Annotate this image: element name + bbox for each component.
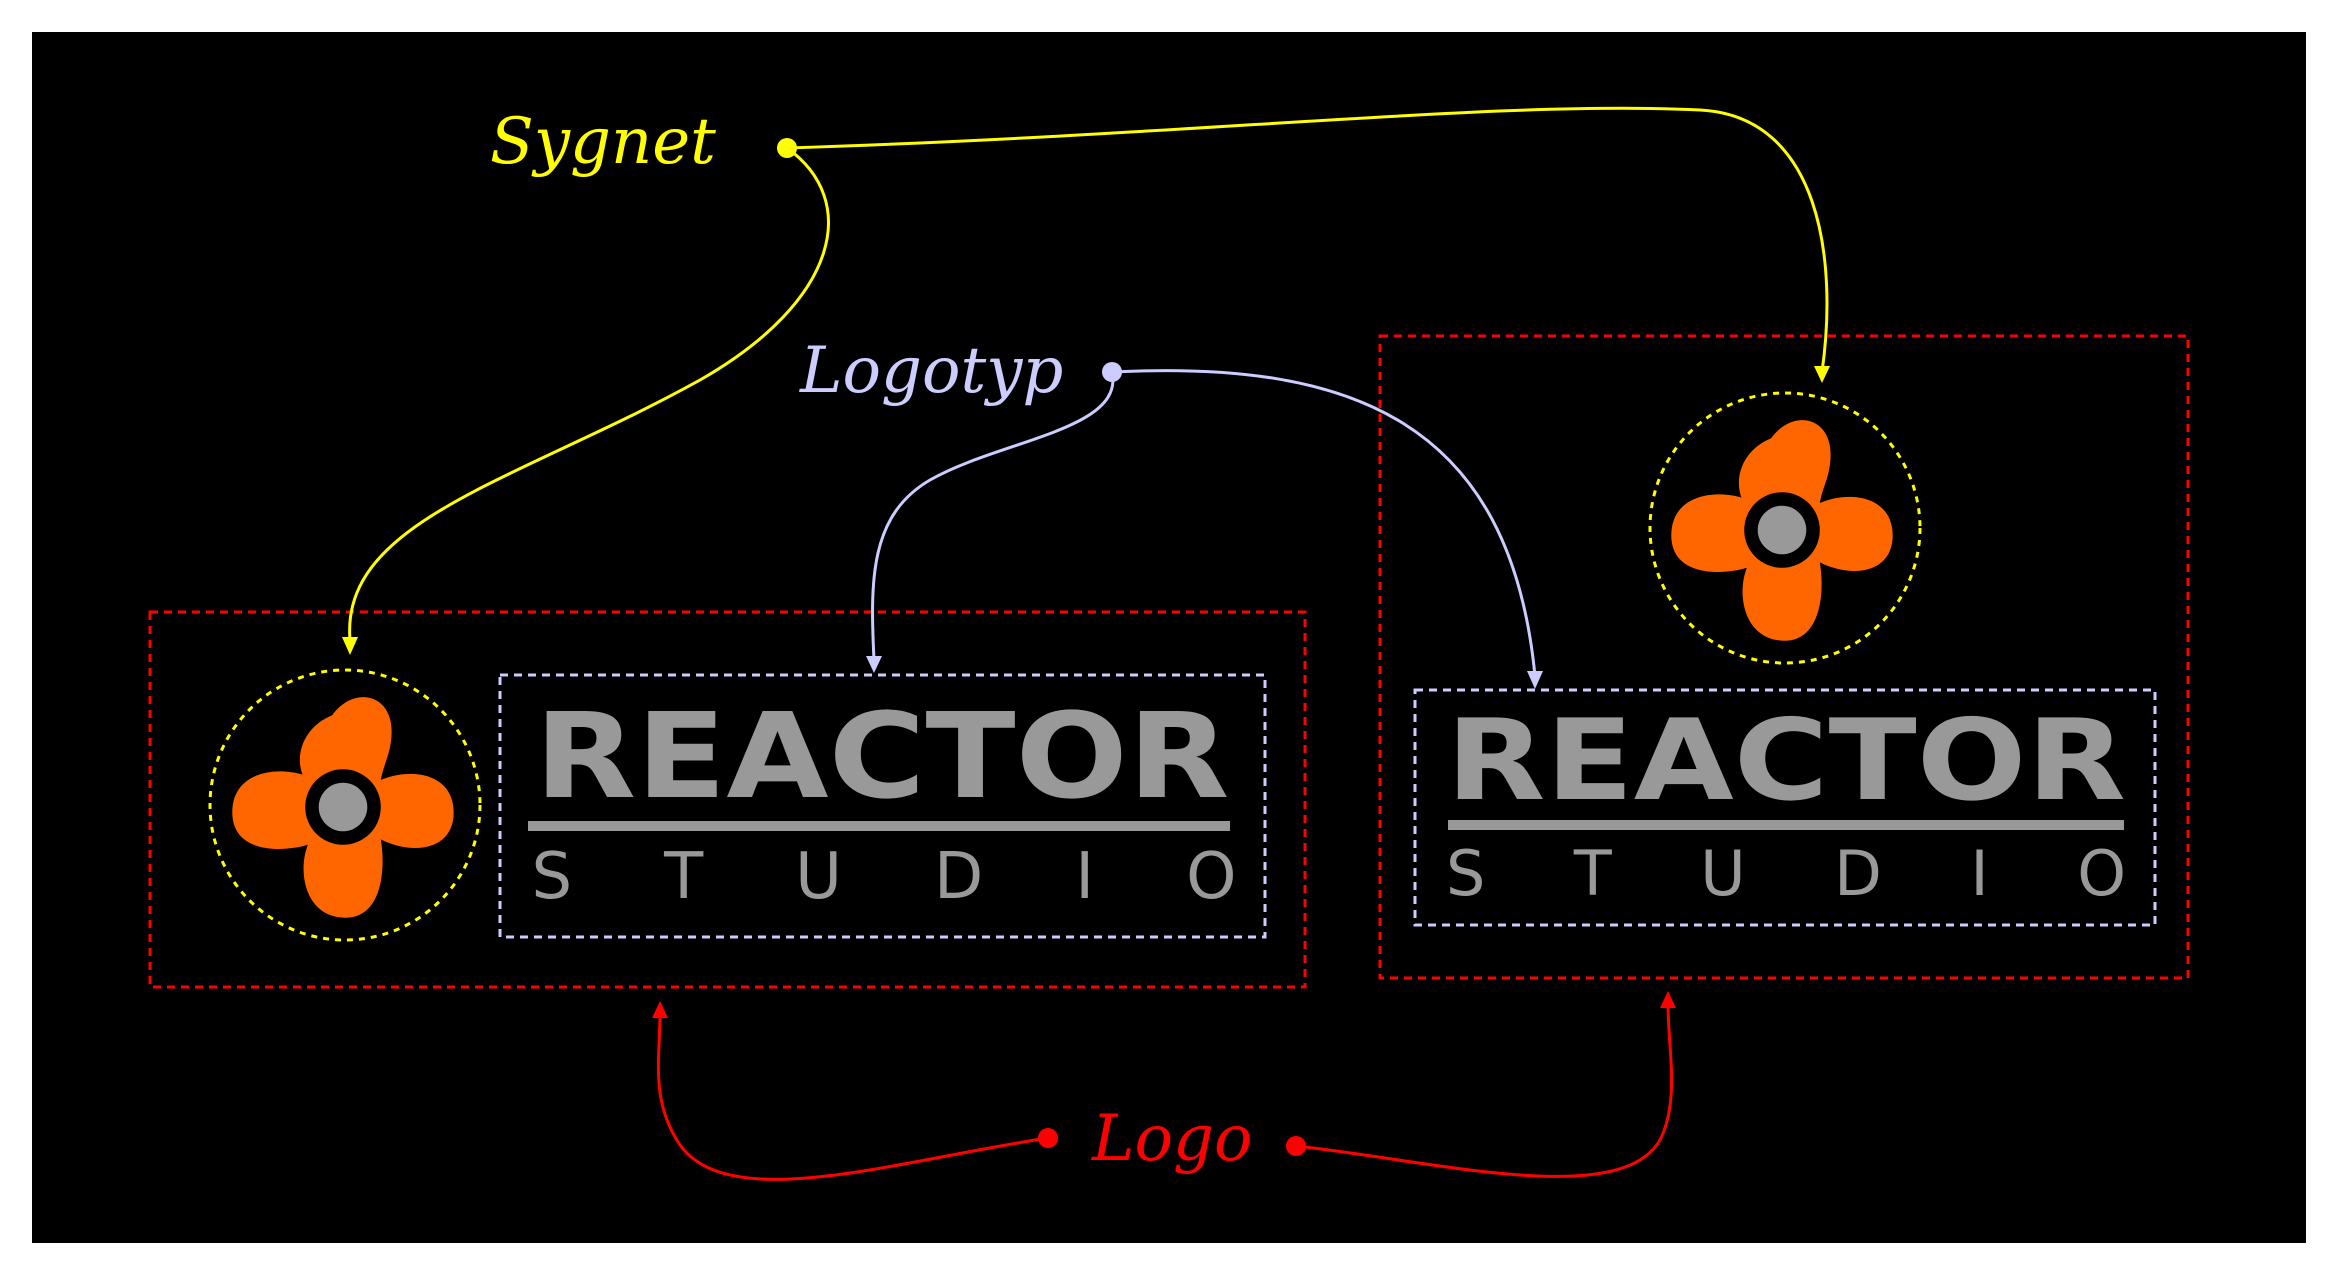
- logo-connector-left: [656, 1011, 1049, 1181]
- logo-callout: Logo: [652, 991, 1676, 1181]
- reactor-symbol-icon: [232, 697, 454, 918]
- wordmark-divider: [528, 821, 1230, 831]
- reactor-symbol-icon: [1671, 420, 1893, 641]
- brand-anatomy-diagram: REACTOR STUDIO REACTOR STUDIO Sygnet Log…: [148, 105, 2190, 1181]
- logo-boundary-stacked: [1378, 334, 2190, 980]
- arrowhead-icon: [1527, 671, 1543, 689]
- diagram-canvas: REACTOR STUDIO REACTOR STUDIO Sygnet Log…: [32, 32, 2306, 1243]
- logotype-label: Logotyp: [799, 334, 1063, 408]
- horizontal-logo: REACTOR STUDIO: [148, 610, 1307, 989]
- logo-label: Logo: [1091, 1102, 1253, 1176]
- logo-anchor-dot-right: [1286, 1136, 1306, 1156]
- logo-anchor-dot-left: [1038, 1128, 1058, 1148]
- wordmark-title: REACTOR: [535, 687, 1230, 825]
- logotype-boundary-horizontal: [498, 673, 1267, 939]
- sygnet-connector-left: [348, 146, 830, 641]
- sygnet-boundary-stacked: [1648, 391, 1922, 665]
- logotype-connector-left: [871, 371, 1115, 661]
- sygnet-label: Sygnet: [490, 105, 716, 179]
- sygnet-anchor-dot: [777, 138, 797, 158]
- arrowhead-icon: [1660, 991, 1676, 1008]
- logotype-connector-right: [1111, 369, 1537, 677]
- arrowhead-icon: [652, 1001, 668, 1018]
- sygnet-boundary-horizontal: [208, 668, 482, 942]
- wordmark-divider: [1448, 820, 2124, 830]
- logo-boundary-horizontal: [148, 610, 1307, 989]
- logotype-callout: Logotyp: [799, 334, 1543, 689]
- arrowhead-icon: [342, 637, 358, 655]
- wordmark-subtitle: STUDIO: [532, 840, 1237, 914]
- logo-connector-right: [1295, 1002, 1674, 1178]
- sygnet-callout: Sygnet: [342, 105, 1830, 655]
- sygnet-connector-right: [786, 106, 1829, 373]
- arrowhead-icon: [1814, 366, 1830, 383]
- arrowhead-icon: [866, 656, 882, 673]
- logotype-anchor-dot: [1102, 362, 1122, 382]
- wordmark-title: REACTOR: [1446, 696, 2126, 826]
- wordmark-subtitle: STUDIO: [1446, 837, 2126, 910]
- logotype-boundary-stacked: [1413, 688, 2157, 927]
- stacked-logo: REACTOR STUDIO: [1378, 334, 2190, 980]
